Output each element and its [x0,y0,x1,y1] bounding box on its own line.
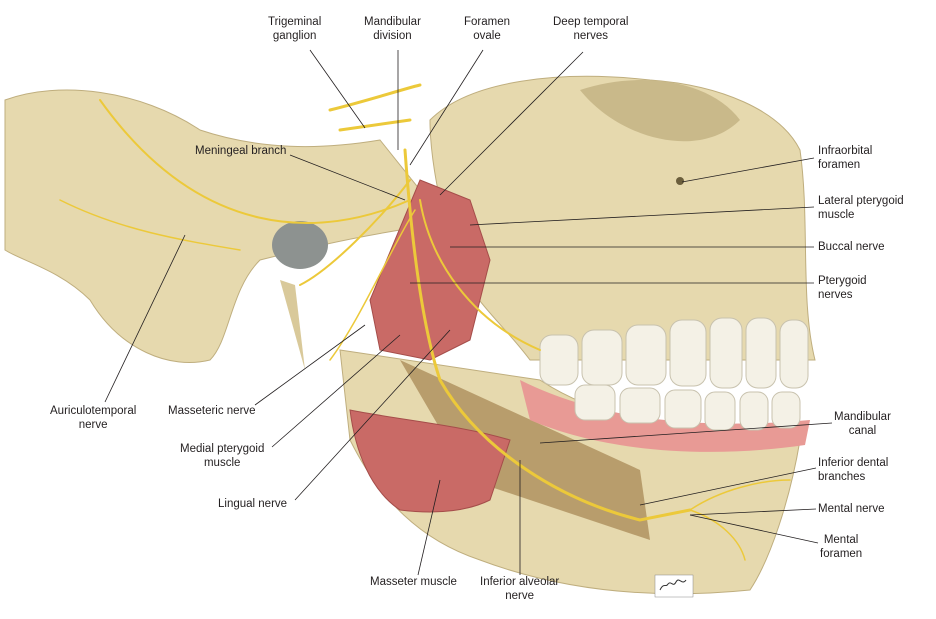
signature-box [654,574,694,598]
label-lingual-nerve: Lingual nerve [218,498,288,510]
temporal-bone [4,89,421,363]
label-masseteric-nerve: Masseteric nerve [168,405,256,417]
external-acoustic-meatus [272,221,328,269]
orbit [580,80,740,142]
signature [659,579,687,591]
gums [520,380,810,452]
label-buccal-nerve: Buccal nerve [818,241,885,253]
teeth [539,317,809,431]
styloid-process [280,280,305,370]
mandibular-canal-window [400,360,650,540]
infraorbital-foramen-mark [676,177,684,185]
pterygoid-muscles [369,179,491,361]
masseter-muscle-shape [349,409,511,513]
label-masseter-muscle: Masseter muscle [370,576,457,588]
leader-lines [104,49,833,576]
label-meningeal-branch: Meningeal branch [195,145,287,157]
label-mental-nerve: Mental nerve [818,503,885,515]
nerves [59,83,791,561]
